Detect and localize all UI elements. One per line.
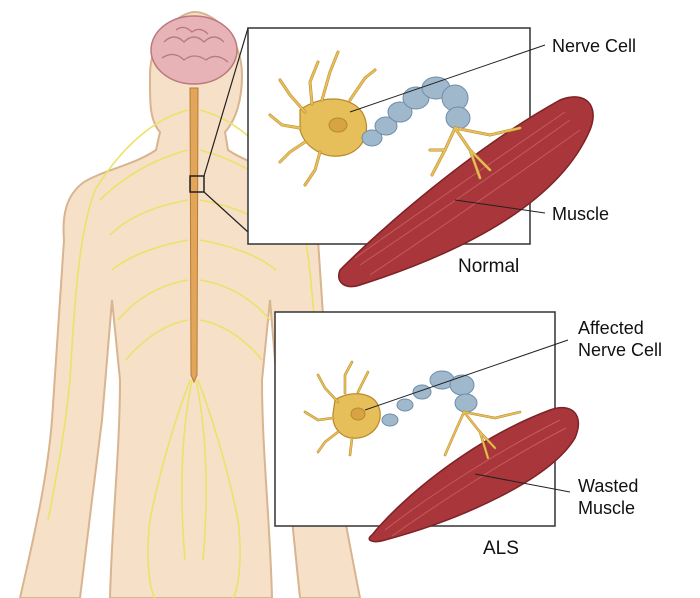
- affected-leader: [364, 339, 569, 411]
- affected-label-line2: Nerve Cell: [578, 340, 663, 360]
- normal-muscle-fibers: [354, 111, 581, 276]
- normal-panel: [247, 27, 594, 288]
- als-muscle: [368, 406, 580, 543]
- als-caption: ALS: [483, 538, 519, 559]
- als-neuron: [303, 360, 522, 460]
- wasted-label-line1: Wasted: [578, 476, 639, 496]
- wasted-leader: [474, 473, 571, 493]
- als-muscle-fibers: [384, 419, 567, 537]
- spinal-cord: [189, 87, 199, 384]
- nerve-cell-leader: [349, 44, 546, 113]
- normal-neuron: [268, 50, 522, 187]
- als-nucleus: [350, 407, 366, 421]
- highlight-box: [189, 175, 205, 193]
- als-axon: [381, 370, 478, 427]
- normal-axon: [361, 76, 471, 147]
- brain-folds: [161, 26, 229, 63]
- body-outline: [18, 10, 362, 598]
- wasted-label-line2: Muscle: [578, 498, 636, 518]
- nerve-cell-label: Nerve Cell: [552, 36, 637, 56]
- affected-label-line1: Affected: [578, 318, 644, 338]
- brain: [150, 15, 238, 85]
- als-panel: [274, 311, 580, 543]
- normal-caption: Normal: [458, 256, 520, 277]
- zoom-line-bottom: [203, 191, 249, 233]
- normal-muscle: [338, 96, 594, 288]
- muscle-label: Muscle: [552, 204, 610, 224]
- muscle-leader: [454, 199, 546, 214]
- zoom-line-top: [203, 27, 249, 177]
- normal-nucleus: [328, 117, 348, 133]
